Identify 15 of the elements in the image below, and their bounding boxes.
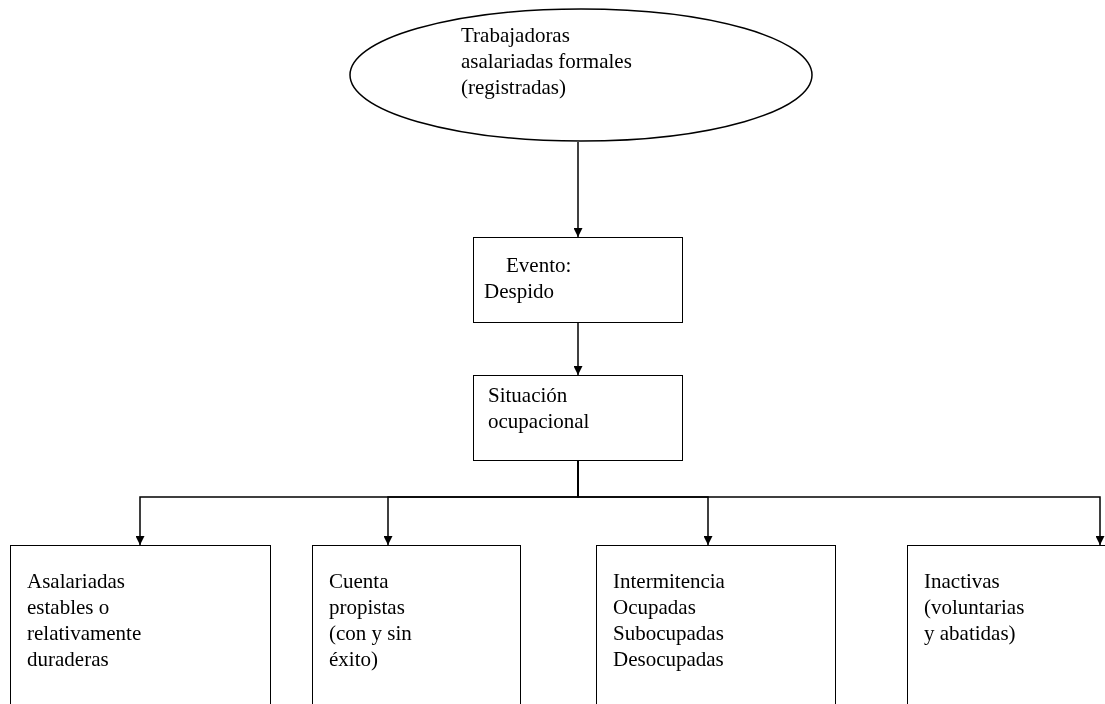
- process-box: [473, 375, 683, 461]
- node-label: Intermitencia Ocupadas Subocupadas Desocupadas: [613, 568, 726, 672]
- node-label: Cuenta propistas (con y sin éxito): [329, 568, 413, 672]
- process-box: [10, 545, 271, 704]
- arrow: [573, 322, 583, 376]
- process-box: [596, 545, 836, 704]
- node-label: Trabajadoras asalariadas formales (registradas): [461, 22, 633, 100]
- node-label: Asalariadas estables o relativamente duraderas: [27, 568, 143, 672]
- process-box: [473, 237, 683, 323]
- start-ellipse: [349, 8, 813, 142]
- arrow: [573, 141, 583, 238]
- node-label: Evento: Despido: [484, 252, 573, 304]
- node-label: Inactivas (voluntarias y abatidas): [924, 568, 1026, 646]
- process-box: [312, 545, 521, 704]
- node-label: Situación ocupacional: [488, 382, 591, 434]
